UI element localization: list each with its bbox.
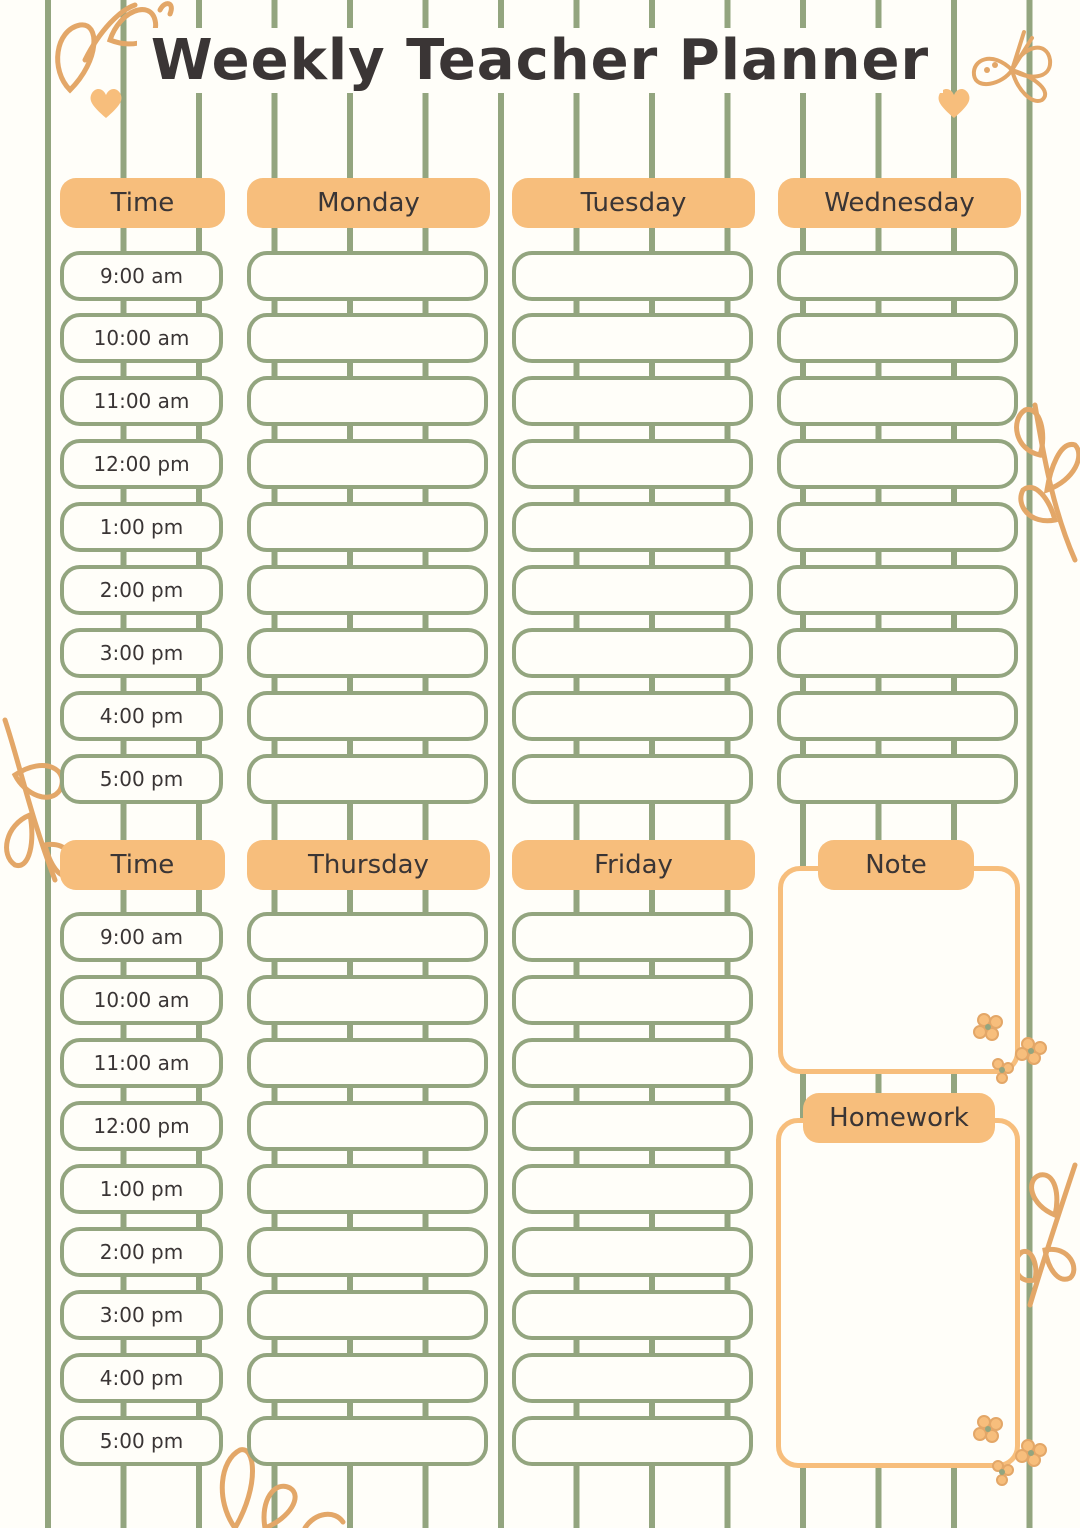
thursday-slot[interactable] [247, 1353, 488, 1403]
tuesday-slot[interactable] [512, 376, 753, 426]
time-slot: 5:00 pm [60, 1416, 223, 1466]
friday-slot[interactable] [512, 912, 753, 962]
wednesday-slot[interactable] [777, 754, 1018, 804]
time-slot: 2:00 pm [60, 1227, 223, 1277]
thursday-slot[interactable] [247, 1416, 488, 1466]
friday-slot[interactable] [512, 1101, 753, 1151]
tuesday-slot[interactable] [512, 251, 753, 301]
leaf-branch-icon [1013, 1162, 1078, 1308]
thursday-slot[interactable] [247, 1101, 488, 1151]
time-slot: 12:00 pm [60, 1101, 223, 1151]
tuesday-slot[interactable] [512, 439, 753, 489]
friday-slot[interactable] [512, 1164, 753, 1214]
tuesday-slot[interactable] [512, 691, 753, 741]
page-title: Weekly Teacher Planner [0, 28, 1080, 93]
header-monday: Monday [247, 178, 490, 228]
wednesday-slot[interactable] [777, 439, 1018, 489]
friday-slot[interactable] [512, 1416, 753, 1466]
time-slot: 4:00 pm [60, 1353, 223, 1403]
note-header: Note [818, 840, 974, 890]
thursday-slot[interactable] [247, 912, 488, 962]
time-slot: 2:00 pm [60, 565, 223, 615]
friday-slot[interactable] [512, 1353, 753, 1403]
flower-doodle-icon [55, 1, 174, 94]
tuesday-slot[interactable] [512, 565, 753, 615]
wednesday-slot[interactable] [777, 628, 1018, 678]
friday-slot[interactable] [512, 1290, 753, 1340]
time-slot: 10:00 am [60, 975, 223, 1025]
monday-slot[interactable] [247, 754, 488, 804]
wednesday-slot[interactable] [777, 251, 1018, 301]
header-time: Time [60, 840, 225, 890]
tuesday-slot[interactable] [512, 313, 753, 363]
monday-slot[interactable] [247, 691, 488, 741]
heart-icon [90, 89, 122, 118]
wednesday-slot[interactable] [777, 565, 1018, 615]
tuesday-slot[interactable] [512, 502, 753, 552]
heart-icon [938, 89, 970, 118]
thursday-slot[interactable] [247, 1290, 488, 1340]
thursday-slot[interactable] [247, 1227, 488, 1277]
homework-header: Homework [803, 1093, 995, 1143]
small-flower-icon [973, 1415, 1047, 1486]
thursday-slot[interactable] [247, 1038, 488, 1088]
friday-slot[interactable] [512, 1227, 753, 1277]
friday-slot[interactable] [512, 1038, 753, 1088]
header-thursday: Thursday [247, 840, 490, 890]
friday-slot[interactable] [512, 975, 753, 1025]
thursday-slot[interactable] [247, 975, 488, 1025]
time-slot: 3:00 pm [60, 628, 223, 678]
wednesday-slot[interactable] [777, 691, 1018, 741]
small-flower-icon [973, 1013, 1047, 1084]
header-tuesday: Tuesday [512, 178, 755, 228]
monday-slot[interactable] [247, 251, 488, 301]
thursday-slot[interactable] [247, 1164, 488, 1214]
butterfly-icon [971, 30, 1053, 103]
wednesday-slot[interactable] [777, 502, 1018, 552]
monday-slot[interactable] [247, 628, 488, 678]
page-title-text: Weekly Teacher Planner [136, 28, 944, 93]
time-slot: 11:00 am [60, 376, 223, 426]
time-slot: 9:00 am [60, 912, 223, 962]
header-friday: Friday [512, 840, 755, 890]
time-slot: 12:00 pm [60, 439, 223, 489]
time-slot: 10:00 am [60, 313, 223, 363]
monday-slot[interactable] [247, 313, 488, 363]
time-slot: 9:00 am [60, 251, 223, 301]
leaf-branch-icon [1014, 402, 1080, 563]
tuesday-slot[interactable] [512, 628, 753, 678]
homework-box[interactable] [776, 1118, 1020, 1468]
monday-slot[interactable] [247, 502, 488, 552]
header-wednesday: Wednesday [778, 178, 1021, 228]
time-slot: 1:00 pm [60, 1164, 223, 1214]
time-slot: 3:00 pm [60, 1290, 223, 1340]
header-time: Time [60, 178, 225, 228]
time-slot: 4:00 pm [60, 691, 223, 741]
wednesday-slot[interactable] [777, 376, 1018, 426]
monday-slot[interactable] [247, 376, 488, 426]
time-slot: 11:00 am [60, 1038, 223, 1088]
time-slot: 1:00 pm [60, 502, 223, 552]
monday-slot[interactable] [247, 439, 488, 489]
monday-slot[interactable] [247, 565, 488, 615]
flower-doodle-icon [219, 1447, 346, 1528]
note-box[interactable] [778, 866, 1020, 1074]
wednesday-slot[interactable] [777, 313, 1018, 363]
tuesday-slot[interactable] [512, 754, 753, 804]
time-slot: 5:00 pm [60, 754, 223, 804]
